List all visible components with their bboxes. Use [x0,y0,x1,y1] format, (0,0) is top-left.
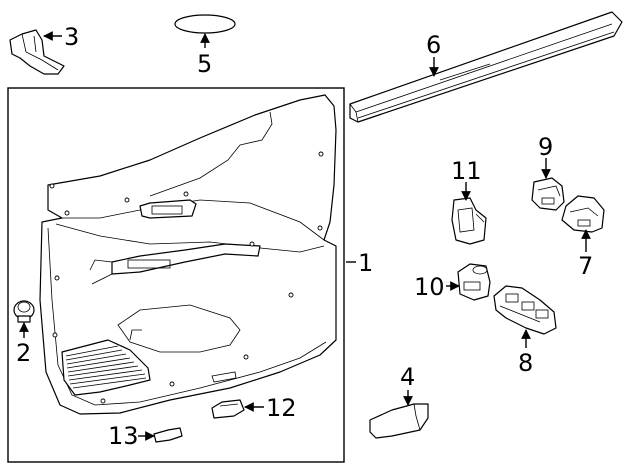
callout-8: 8 [518,349,533,377]
oval-pad [174,14,236,34]
part-13 [153,427,183,443]
callout-5: 5 [197,50,212,78]
callout-6: 6 [426,31,441,59]
end-cap [369,403,429,439]
switch-9 [531,177,565,211]
switch-7 [561,195,605,233]
trim-clip [13,300,35,323]
switch-11 [451,197,487,245]
belt-molding [349,11,623,123]
callout-1: 1 [358,249,373,277]
callout-9: 9 [538,133,553,161]
bracket [9,29,65,75]
callout-13: 13 [108,422,139,450]
callout-7: 7 [578,252,593,280]
door-trim-panel [39,94,337,415]
callout-3: 3 [64,23,79,51]
part-12 [211,399,245,419]
callout-10: 10 [414,273,445,301]
assembly-frame [7,87,345,463]
callout-2: 2 [16,339,31,367]
switch-10 [457,263,491,301]
callout-4: 4 [400,363,415,391]
callout-12: 12 [266,394,297,422]
callout-11: 11 [451,157,482,185]
master-switch [493,285,557,335]
